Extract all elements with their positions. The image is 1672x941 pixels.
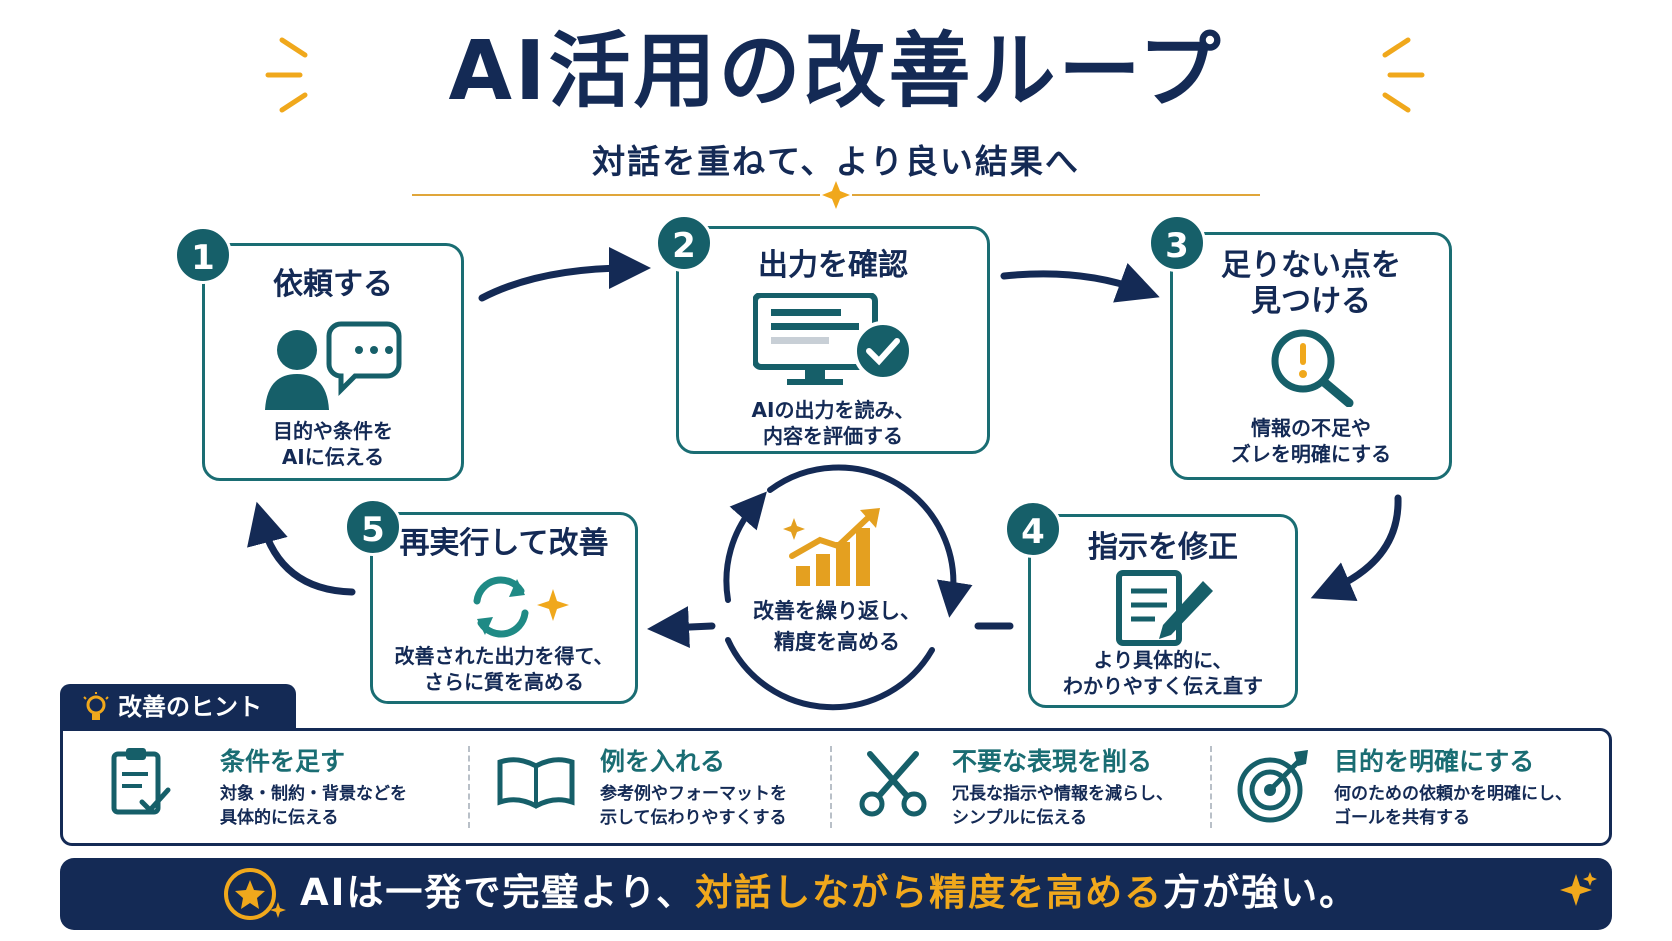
step-desc-line2: ズレを明確にする bbox=[1230, 442, 1392, 466]
hint-separator bbox=[1210, 746, 1212, 828]
hint-desc-line2: ゴールを共有する bbox=[1334, 808, 1470, 828]
step-title: 出力を確認 bbox=[758, 248, 908, 283]
arrow-step2-to-step3 bbox=[1000, 263, 1160, 303]
banner-part2: 方が強い。 bbox=[1163, 871, 1359, 914]
lightbulb-icon bbox=[83, 692, 109, 720]
arrow-center-to-step5 bbox=[647, 606, 716, 649]
step-card-1: 依頼する 目的や条件を AIに伝える bbox=[202, 243, 464, 481]
step-title: 指示を修正 bbox=[1088, 530, 1238, 565]
hint-desc-line2: 示して伝わりやすくする bbox=[600, 808, 787, 828]
hint-title: 例を入れる bbox=[600, 747, 726, 776]
step-desc-line1: 目的や条件を bbox=[273, 419, 393, 443]
open-book-icon bbox=[497, 757, 575, 809]
refresh-sparkle-icon bbox=[473, 576, 569, 638]
center-line2: 精度を高める bbox=[774, 630, 900, 654]
step-desc-line1: 改善された出力を得て、 bbox=[394, 644, 614, 668]
step-badge-2: 2 bbox=[655, 214, 713, 272]
step-title: 依頼する bbox=[273, 267, 393, 302]
step-title: 再実行して改善 bbox=[399, 526, 609, 561]
subtitle-divider bbox=[412, 181, 1260, 209]
page-title: AI活用の改善ループ bbox=[448, 24, 1224, 119]
step-card-2: 出力を確認 AIの出力を読み、 内容を評価する bbox=[676, 226, 990, 454]
banner-part1: AIは一発で完璧より、 bbox=[300, 871, 696, 914]
step-title-line2: 見つける bbox=[1251, 284, 1371, 319]
center-line1: 改善を繰り返し、 bbox=[753, 599, 921, 623]
center-cycle-ring bbox=[723, 464, 973, 711]
step-card-4: 指示を修正 より具体的に、 わかりやすく伝え直す bbox=[1028, 514, 1298, 708]
step-desc-line2: 内容を評価する bbox=[763, 424, 903, 448]
step-desc-line1: AIの出力を読み、 bbox=[751, 398, 915, 422]
divider-star-icon bbox=[822, 181, 850, 209]
arrow-step5-to-step1 bbox=[247, 501, 356, 596]
step-badge-5: 5 bbox=[344, 498, 402, 556]
hint-desc-line2: シンプルに伝える bbox=[952, 808, 1087, 828]
scissors-icon bbox=[859, 751, 927, 817]
step-desc-line1: 情報の不足や bbox=[1251, 416, 1371, 440]
hint-title: 不要な表現を削る bbox=[952, 747, 1153, 776]
page-subtitle: 対話を重ねて、より良い結果へ bbox=[592, 142, 1080, 181]
hint-desc-line1: 冗長な指示や情報を減らし、 bbox=[952, 784, 1173, 804]
step-badge-4: 4 bbox=[1004, 500, 1062, 558]
clipboard-check-icon bbox=[111, 748, 171, 815]
sparkle-icon bbox=[1560, 872, 1597, 906]
center-cycle-text: 改善を繰り返し、 精度を高める bbox=[722, 596, 952, 658]
hint-title: 条件を足す bbox=[220, 747, 346, 776]
hints-label: 改善のヒント bbox=[118, 693, 262, 721]
step-card-5: 再実行して改善 改善された出力を得て、 さらに質を高める bbox=[370, 512, 638, 704]
hint-desc-line1: 参考例やフォーマットを bbox=[600, 784, 787, 804]
target-arrow-icon bbox=[1237, 750, 1308, 823]
magnifier-alert-icon bbox=[1271, 329, 1354, 407]
step-desc-line2: さらに質を高める bbox=[424, 670, 584, 694]
document-edit-icon bbox=[1116, 570, 1213, 646]
hint-separator bbox=[468, 746, 470, 828]
left-spark-icon bbox=[265, 37, 308, 113]
step-badge-3: 3 bbox=[1148, 214, 1206, 272]
banner-highlight: 対話しながら精度を高める bbox=[695, 871, 1164, 914]
conclusion-banner bbox=[60, 858, 1612, 930]
banner-text: AIは一発で完璧より、対話しながら精度を高める方が強い。 bbox=[300, 865, 1358, 921]
step-desc-line1: より具体的に、 bbox=[1093, 648, 1233, 672]
step-badge-1: 1 bbox=[174, 226, 232, 284]
hint-desc-line1: 何のための依頼かを明確にし、 bbox=[1334, 784, 1572, 804]
monitor-check-icon bbox=[753, 293, 913, 385]
hint-desc-line2: 具体的に伝える bbox=[220, 808, 339, 828]
arrow-step1-to-step2 bbox=[478, 247, 651, 302]
hint-desc-line1: 対象・制約・背景などを bbox=[220, 784, 407, 804]
step-desc-line2: AIに伝える bbox=[281, 445, 385, 469]
growth-chart-icon bbox=[783, 508, 880, 586]
hint-separator bbox=[830, 746, 832, 828]
star-badge-icon bbox=[224, 868, 286, 920]
hint-title: 目的を明確にする bbox=[1334, 747, 1535, 776]
step-title-line1: 足りない点を bbox=[1221, 248, 1401, 283]
right-spark-icon bbox=[1382, 37, 1425, 113]
person-chat-icon bbox=[265, 321, 402, 410]
hints-box bbox=[60, 728, 1612, 846]
step-card-3: 足りない点を 見つける 情報の不足や ズレを明確にする bbox=[1170, 232, 1452, 480]
arrow-step3-to-step4 bbox=[1310, 494, 1402, 602]
hints-tab bbox=[60, 684, 296, 730]
step-desc-line2: わかりやすく伝え直す bbox=[1063, 674, 1263, 698]
